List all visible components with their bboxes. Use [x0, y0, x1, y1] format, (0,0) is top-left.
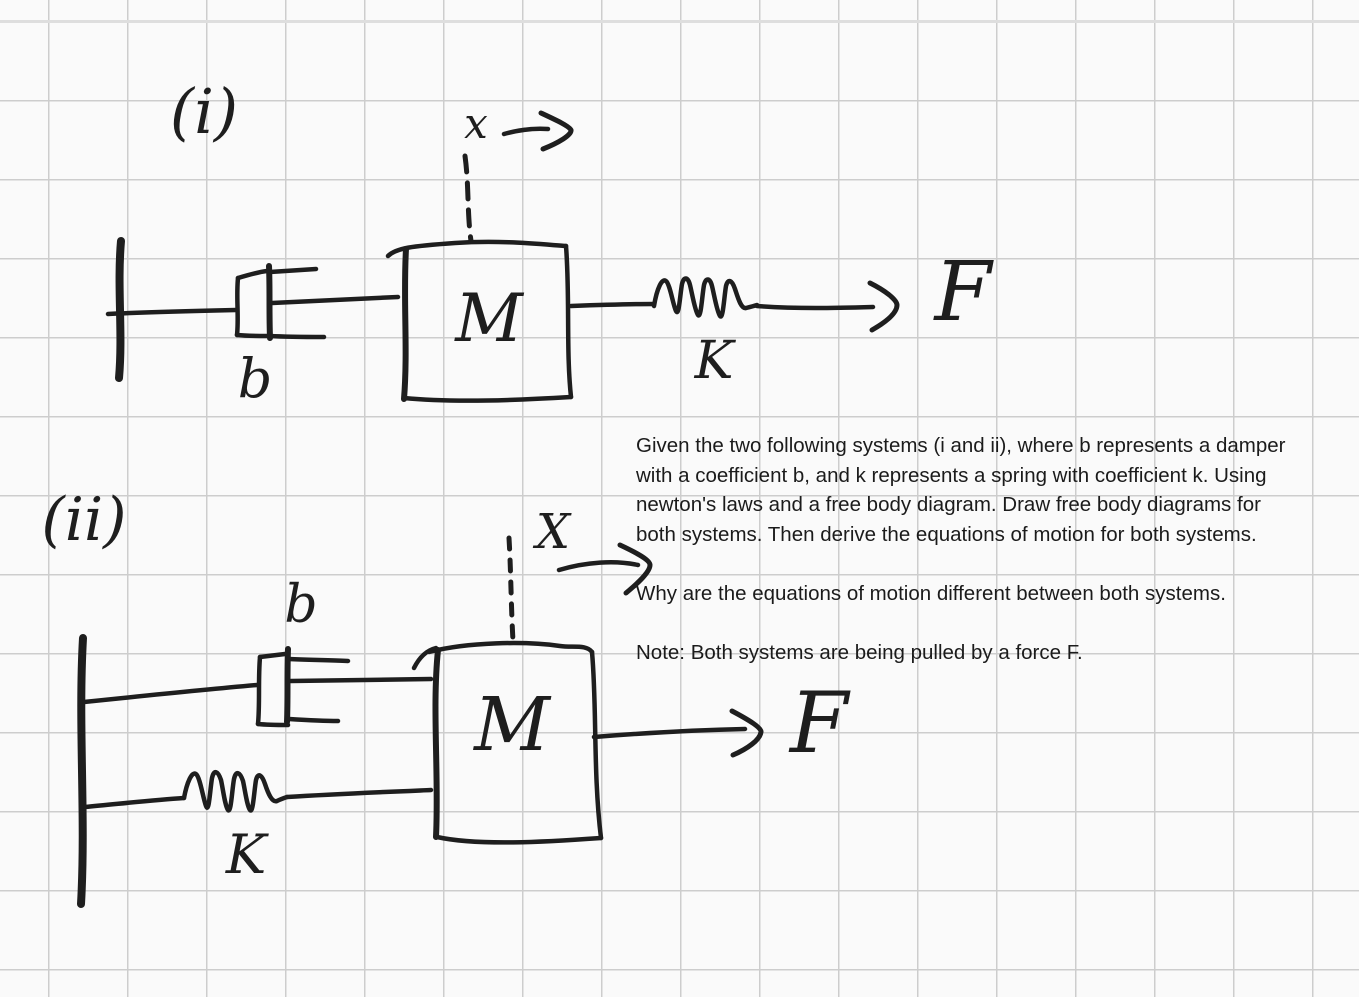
- system-i-force-arrow-head: [867, 280, 900, 333]
- system-ii-wall: [77, 634, 87, 908]
- system-ii-reference-dashed-line: [506, 535, 516, 644]
- system-ii-displacement-arrow-tail: [556, 560, 641, 573]
- system-i-spring: [651, 276, 760, 319]
- system-ii-mass-label: M: [472, 682, 552, 768]
- system-ii-spring: [181, 770, 290, 813]
- problem-statement-line: with a coefficient b, and k represents a…: [636, 463, 1267, 487]
- system-ii-spring-label: K: [225, 823, 269, 886]
- system-ii-damper-label: b: [284, 575, 317, 635]
- system-ii-label: (ii): [41, 485, 126, 555]
- system-ii-force-arrow-tail: [591, 726, 748, 740]
- system-i-mass-label: M: [454, 280, 524, 357]
- system-ii-damper: [255, 646, 351, 728]
- system-i-wall: [115, 237, 125, 382]
- system-ii-rod-wall-to-damper: [81, 682, 260, 705]
- system-i-force-label: F: [933, 245, 995, 340]
- problem-note: Note: Both systems are being pulled by a…: [636, 640, 1083, 664]
- system-ii-mass-box: [411, 640, 604, 845]
- problem-question: Why are the equations of motion differen…: [636, 581, 1226, 605]
- grid-major-line: [0, 20, 1359, 23]
- problem-statement: Given the two following systems (i and i…: [636, 431, 1356, 667]
- system-i-diagram: (i) x b: [105, 75, 995, 410]
- system-i-mass-box: [385, 239, 574, 403]
- system-i-displacement-arrow-tail: [501, 126, 551, 137]
- system-ii-rod-spring-to-mass: [284, 787, 434, 800]
- system-ii-force-arrow-head: [729, 708, 764, 758]
- system-ii-diagram: (ii) X b K: [41, 485, 851, 908]
- problem-statement-line: both systems. Then derive the equations …: [636, 523, 1257, 547]
- system-ii-rod-wall-to-spring: [82, 795, 187, 810]
- system-ii-displacement-label: X: [532, 504, 572, 560]
- system-i-reference-dashed-line: [462, 153, 474, 244]
- system-ii-force-label: F: [788, 674, 851, 772]
- system-i-spring-label: K: [694, 331, 737, 391]
- system-ii-rod-damper-to-mass: [288, 676, 434, 684]
- system-i-damper: [234, 263, 327, 341]
- system-i-rod-wall-to-damper: [105, 307, 239, 317]
- system-i-rod-damper-to-mass: [269, 294, 401, 306]
- system-i-displacement-label: x: [464, 99, 488, 148]
- system-i-damper-label: b: [238, 347, 273, 410]
- system-i-rod-mass-to-spring: [568, 301, 657, 309]
- system-i-force-arrow-tail: [754, 303, 876, 311]
- system-i-displacement-arrow-head: [538, 110, 574, 152]
- system-i-label: (i): [170, 75, 238, 148]
- problem-statement-line: newton's laws and a free body diagram. D…: [636, 493, 1261, 517]
- system-ii-displacement-arrow-head: [617, 542, 653, 596]
- problem-statement-line: Given the two following systems (i and i…: [636, 434, 1286, 457]
